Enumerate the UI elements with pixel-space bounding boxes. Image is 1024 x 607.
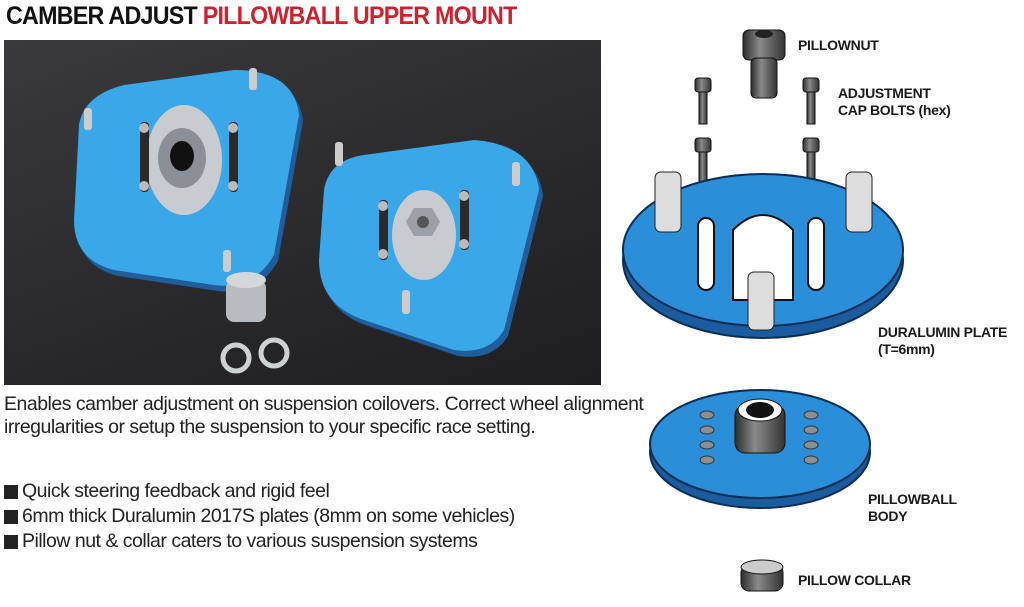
title-primary: CAMBER ADJUST xyxy=(6,2,203,30)
feature-item: 6mm thick Duralumin 2017S plates (8mm on… xyxy=(4,504,515,529)
pillow-collar-part xyxy=(740,559,784,592)
label-duralumin-plate: DURALUMIN PLATE (T=6mm) xyxy=(878,324,1008,357)
product-photo-illustration xyxy=(74,68,543,374)
label-cap-bolts: ADJUSTMENT CAP BOLTS (hex) xyxy=(838,85,951,118)
product-description: Enables camber adjustment on suspension … xyxy=(4,393,644,438)
label-pillownut: PILLOWNUT xyxy=(798,37,879,53)
feature-item: Pillow nut & collar caters to various su… xyxy=(4,529,515,554)
feature-item: Quick steering feedback and rigid feel xyxy=(4,479,515,504)
label-pillowball-body: PILLOWBALL BODY xyxy=(868,491,957,524)
photo-collars xyxy=(220,337,290,374)
feature-list: Quick steering feedback and rigid feel 6… xyxy=(4,479,515,554)
right-mount xyxy=(319,140,543,357)
pillowball-body-part xyxy=(649,389,871,509)
title-accent: PILLOWBALL UPPER MOUNT xyxy=(202,2,518,30)
left-mount xyxy=(74,68,303,292)
cap-bolts-part xyxy=(694,77,820,191)
label-pillow-collar: PILLOW COLLAR xyxy=(798,572,911,588)
duralumin-plate-part xyxy=(622,171,904,339)
product-photo xyxy=(4,40,601,385)
pillownut-part xyxy=(742,29,786,99)
photo-pillownut xyxy=(226,272,266,322)
bullet-square-icon xyxy=(4,534,18,549)
bullet-square-icon xyxy=(4,484,18,499)
page-title: CAMBER ADJUST PILLOWBALL UPPER MOUNT xyxy=(6,2,517,31)
bullet-square-icon xyxy=(4,509,18,524)
